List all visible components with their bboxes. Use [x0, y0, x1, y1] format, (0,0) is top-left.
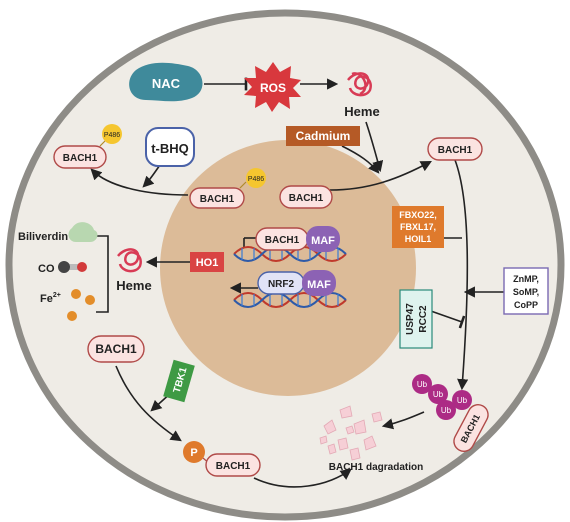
- bach1-left-label: BACH1: [63, 153, 98, 164]
- fbxo-line3: HOIL1: [405, 234, 432, 244]
- bach1-ub: [453, 404, 489, 452]
- maf-1-label: MAF: [311, 235, 335, 247]
- ub-3-label: Ub: [441, 406, 452, 415]
- nuc-bach1-label: BACH1: [289, 193, 324, 204]
- maf-1: [306, 226, 340, 252]
- maf-2-label: MAF: [307, 279, 331, 291]
- ub-3: [436, 400, 456, 420]
- ros-label: ROS: [260, 81, 286, 95]
- bach1-right-label: BACH1: [438, 145, 473, 156]
- co-molecule-icon: [58, 261, 87, 273]
- fe-label: Fe2+: [40, 292, 61, 305]
- bach1-left: [53, 145, 107, 169]
- p486-left-label: P486: [104, 132, 120, 139]
- znmp-line2: SoMP,: [513, 287, 539, 297]
- fbxo-line2: FBXL17,: [400, 222, 436, 232]
- ub-2: [428, 384, 448, 404]
- ub-1: [412, 374, 432, 394]
- nuc-p486-label: P486: [248, 176, 264, 183]
- ubiquitin-chain: Ub Ub Ub Ub: [412, 374, 472, 420]
- degradation-fragments: [319, 405, 383, 461]
- nac-label: NAC: [152, 76, 181, 91]
- nuc-bach1-p: [189, 187, 245, 209]
- nuc-bach1-maf-label: BACH1: [265, 235, 300, 246]
- bach1-phos: [205, 453, 261, 477]
- nac-shape: [129, 62, 203, 102]
- tbk1-box: [163, 359, 195, 403]
- p486-left: [102, 124, 122, 144]
- products-bracket: [96, 235, 109, 313]
- znmp-line1: ZnMP,: [513, 274, 539, 284]
- cadmium-box: [286, 126, 360, 146]
- phospho-p-label: P: [190, 447, 197, 459]
- bach1-bottom: [87, 335, 145, 363]
- tbhq-box: [145, 127, 195, 167]
- heme-left-icon: [117, 248, 142, 273]
- nuc-bach1-p-label: BACH1: [200, 194, 235, 205]
- znmp-line3: CoPP: [514, 300, 538, 310]
- nuc-bach1: [279, 185, 333, 209]
- heme-top-label: Heme: [344, 104, 379, 119]
- fbxo-box: [392, 206, 444, 248]
- ho1-label: HO1: [196, 257, 219, 269]
- usp-line2: RCC2: [418, 305, 429, 333]
- iron-icon: [67, 289, 95, 321]
- ub-4-label: Ub: [457, 396, 468, 405]
- bach1-phos-label: BACH1: [216, 461, 251, 472]
- co-label: CO: [38, 263, 55, 275]
- ub-4: [452, 390, 472, 410]
- fbxo-line1: FBXO22,: [399, 210, 437, 220]
- ub-1-label: Ub: [417, 380, 428, 389]
- dna-helix-lower: [233, 292, 347, 308]
- bach1-right: [427, 137, 483, 161]
- znmp-box: [503, 267, 549, 315]
- heme-top-icon: [347, 72, 372, 97]
- heme-left-label: Heme: [116, 278, 151, 293]
- degradation-label: BACH1 dagradation: [329, 462, 423, 473]
- ho1-box: [190, 252, 224, 272]
- ub-2-label: Ub: [433, 390, 444, 399]
- cadmium-label: Cadmium: [296, 129, 351, 143]
- bach1-bottom-label: BACH1: [95, 342, 137, 356]
- usp-box: [399, 289, 433, 349]
- nuc-p486: [246, 168, 266, 188]
- biliverdin-label: Biliverdin: [18, 231, 68, 243]
- maf-2: [302, 270, 336, 296]
- phospho-p: [183, 441, 205, 463]
- usp-line1: USP47: [405, 303, 416, 335]
- nuc-nrf2-label: NRF2: [268, 279, 295, 290]
- biliverdin-icon: [68, 222, 98, 242]
- tbhq-label: t-BHQ: [151, 141, 189, 156]
- ros-burst: [244, 62, 301, 112]
